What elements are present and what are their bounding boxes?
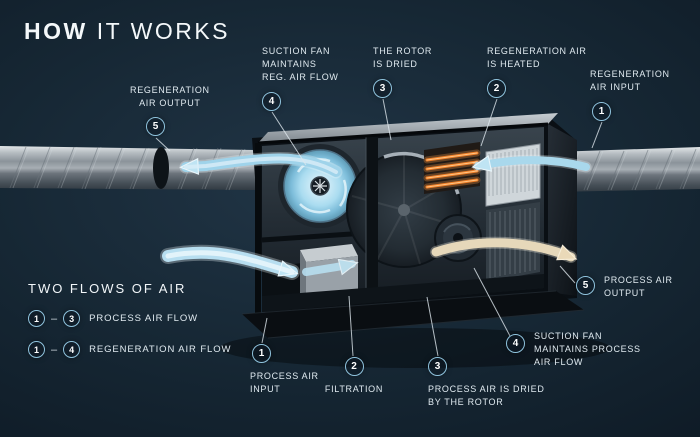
legend-row-label: PROCESS AIR FLOW <box>89 312 199 324</box>
leader-process-air-output <box>559 265 576 284</box>
legend-dash: – <box>51 312 58 325</box>
legend-row-process-flow: 1 – 3 PROCESS AIR FLOW <box>28 310 231 327</box>
title-word-it-works: IT WORKS <box>96 18 231 44</box>
intake-grille-illustration <box>485 143 541 207</box>
leader-reg-air-output <box>155 137 171 152</box>
process-air-output-arrow <box>430 236 578 263</box>
callout-process-air-output: 5 PROCESS AIR OUTPUT <box>576 274 673 300</box>
callout-number-badge: 1 <box>252 344 271 363</box>
callout-process-air-input: 1 PROCESS AIR INPUT <box>250 344 319 396</box>
legend-number-badge: 1 <box>28 341 45 358</box>
page-title: HOW IT WORKS <box>24 18 230 45</box>
callout-regeneration-air-output: REGENERATION AIR OUTPUT 5 <box>130 84 210 137</box>
legend-row-label: REGENERATION AIR FLOW <box>89 343 232 355</box>
callout-rotor-dried: THE ROTOR IS DRIED 3 <box>373 45 433 99</box>
callout-number-badge: 2 <box>487 79 506 99</box>
callout-number-badge: 5 <box>576 276 595 295</box>
leader-process-air-dried <box>426 296 439 357</box>
legend-title: TWO FLOWS OF AIR <box>28 281 187 296</box>
legend-number-badge: 4 <box>63 341 81 358</box>
legend-dash: – <box>51 343 58 356</box>
regeneration-air-output-arrow <box>179 152 343 179</box>
callout-label: PROCESS AIR IS DRIED BY THE ROTOR <box>428 384 545 408</box>
callout-reg-air-heated: REGENERATION AIR IS HEATED 2 <box>487 45 587 99</box>
leader-lines <box>155 98 603 357</box>
leader-process-air-input <box>261 317 268 344</box>
regeneration-air-input-arrow <box>471 154 592 173</box>
callout-label: REGENERATION AIR INPUT <box>590 69 670 93</box>
callout-label: PROCESS AIR OUTPUT <box>604 275 673 299</box>
leader-reg-air-input <box>591 121 603 149</box>
callout-reg-air-input: REGENERATION AIR INPUT 1 <box>590 68 670 122</box>
leader-suction-fan-process <box>473 267 511 337</box>
heater-illustration <box>423 142 481 194</box>
callout-process-air-dried: 3 PROCESS AIR IS DRIED BY THE ROTOR <box>428 357 545 409</box>
leader-suction-fan-reg <box>271 111 307 166</box>
callout-label: SUCTION FAN MAINTAINS PROCESS AIR FLOW <box>534 331 641 368</box>
process-air-input-arrow <box>160 244 359 280</box>
legend-number-badge: 3 <box>63 310 81 327</box>
left-duct <box>0 146 256 191</box>
callout-number-badge: 2 <box>344 357 364 376</box>
callout-number-badge: 1 <box>592 102 611 122</box>
legend-row-regeneration-flow: 1 – 4 REGENERATION AIR FLOW <box>28 341 231 358</box>
callout-number-badge: 5 <box>146 117 165 137</box>
callout-label: THE ROTOR IS DRIED <box>373 46 433 70</box>
callout-label: SUCTION FAN MAINTAINS REG. AIR FLOW <box>262 46 339 83</box>
callout-label: PROCESS AIR INPUT <box>250 371 319 395</box>
callout-label: REGENERATION AIR OUTPUT <box>130 85 210 109</box>
callout-suction-fan-reg: SUCTION FAN MAINTAINS REG. AIR FLOW 4 <box>262 45 339 112</box>
leader-filtration <box>348 295 354 357</box>
callout-filtration: 2 FILTRATION <box>318 357 390 396</box>
leader-rotor-dried <box>382 98 392 141</box>
callout-suction-fan-process: 4 SUCTION FAN MAINTAINS PROCESS AIR FLOW <box>506 330 641 369</box>
title-word-how: HOW <box>24 18 88 44</box>
leader-reg-air-heated <box>480 98 498 147</box>
callout-label: FILTRATION <box>324 384 384 394</box>
legend: TWO FLOWS OF AIR 1 – 3 PROCESS AIR FLOW … <box>28 281 231 358</box>
callout-number-badge: 4 <box>262 92 281 112</box>
callout-label: REGENERATION AIR IS HEATED <box>487 46 587 70</box>
callout-number-badge: 3 <box>373 79 392 99</box>
machine-base <box>241 290 585 339</box>
callout-number-badge: 4 <box>506 334 525 353</box>
legend-number-badge: 1 <box>28 310 45 327</box>
callout-number-badge: 3 <box>428 357 447 376</box>
